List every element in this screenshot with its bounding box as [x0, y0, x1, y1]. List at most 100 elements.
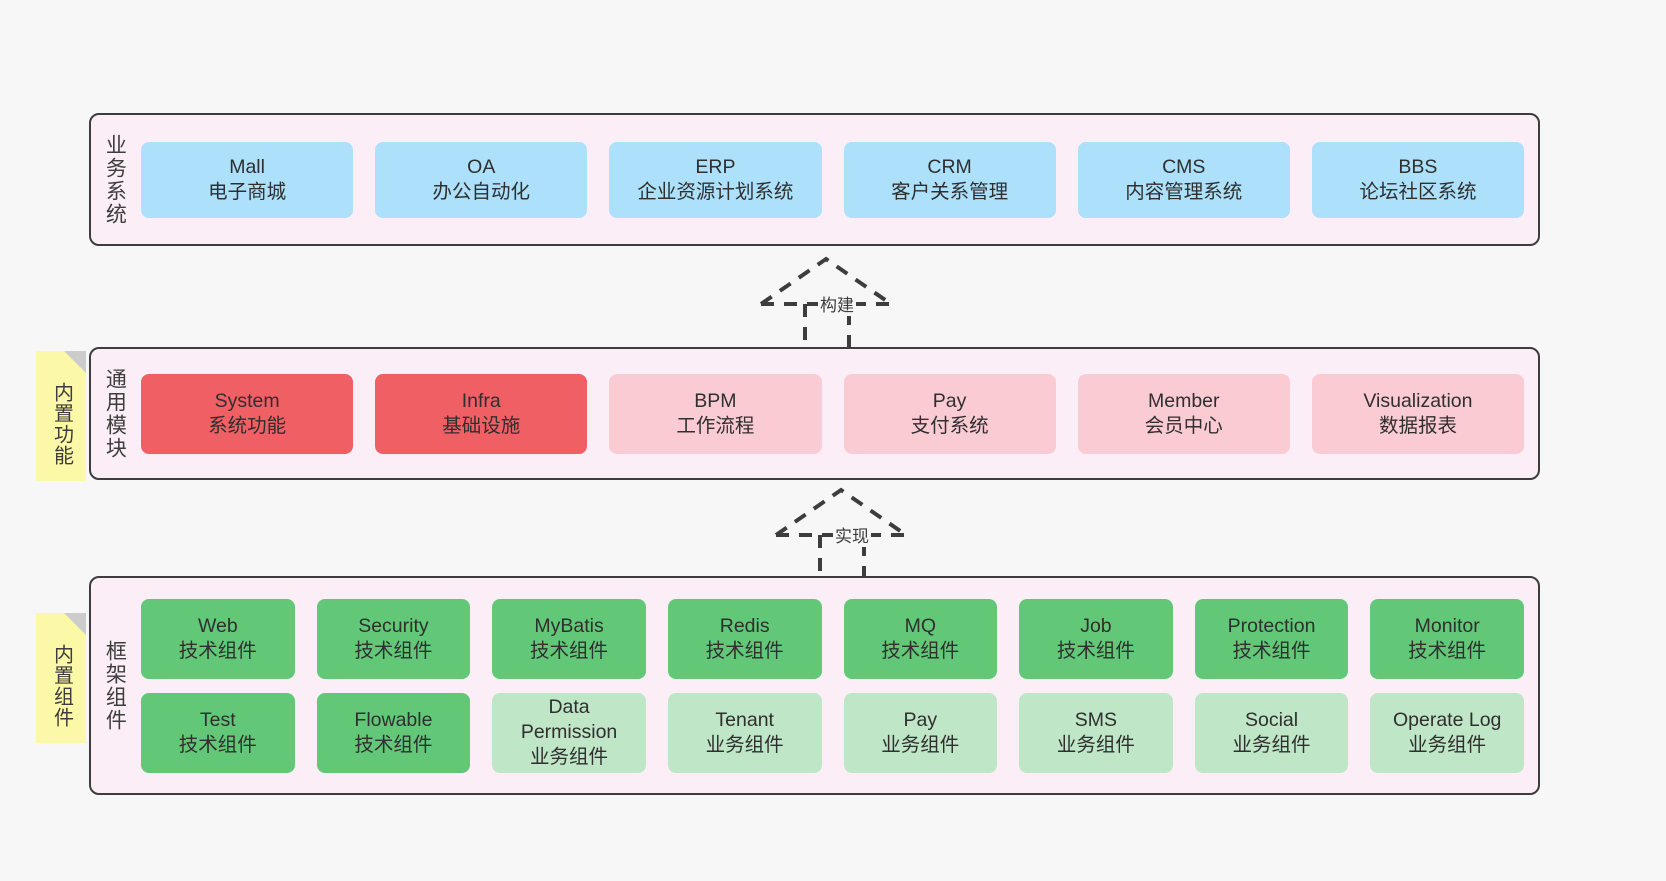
business-systems-row: Mall 电子商城 OA 办公自动化 ERP 企业资源计划系统 CRM 客户关系…: [141, 141, 1525, 218]
card-mall[interactable]: Mall 电子商城: [141, 141, 354, 218]
card-operate-log[interactable]: Operate Log 业务组件: [1370, 692, 1524, 773]
card-visualization[interactable]: Visualization 数据报表: [1311, 373, 1525, 454]
card-redis[interactable]: Redis 技术组件: [667, 598, 822, 679]
card-title-cn: 技术组件: [881, 639, 960, 662]
card-bbs[interactable]: BBS 论坛社区系统: [1311, 141, 1525, 218]
card-title-cn: 技术组件: [354, 639, 433, 662]
card-mq[interactable]: MQ 技术组件: [843, 598, 998, 679]
card-title-en: Web: [197, 614, 238, 637]
card-title-cn: 客户关系管理: [891, 180, 1009, 203]
card-tenant[interactable]: Tenant 业务组件: [667, 692, 822, 773]
card-protection[interactable]: Protection 技术组件: [1194, 598, 1349, 679]
framework-components-row-business: Test 技术组件 Flowable 技术组件 Data Permission …: [141, 692, 1524, 773]
card-title-en: SMS: [1074, 708, 1118, 731]
card-title-cn: 会员中心: [1144, 414, 1223, 437]
card-title-cn: 业务组件: [881, 733, 960, 756]
card-title-en: CRM: [927, 155, 972, 178]
card-title-en: Protection: [1227, 614, 1316, 637]
card-title-en: Security: [358, 614, 429, 637]
card-cms[interactable]: CMS 内容管理系统: [1077, 141, 1290, 218]
layer-common-modules: 通用模块 System 系统功能 Infra 基础设施 BPM 工作流程 Pay…: [89, 347, 1540, 480]
card-title-cn: 技术组件: [705, 639, 784, 662]
card-title-en: Data Permission: [520, 696, 618, 744]
card-pay-component[interactable]: Pay 业务组件: [843, 692, 998, 773]
note-built-in-components: 内置组件: [36, 613, 86, 743]
card-mybatis[interactable]: MyBatis 技术组件: [492, 598, 646, 679]
card-title-cn: 技术组件: [354, 733, 433, 756]
layer-body-common-modules: System 系统功能 Infra 基础设施 BPM 工作流程 Pay 支付系统…: [137, 349, 1538, 478]
card-title-cn: 技术组件: [1408, 639, 1487, 662]
card-flowable[interactable]: Flowable 技术组件: [316, 692, 471, 773]
layer-title-business-systems: 业务系统: [103, 133, 127, 226]
card-title-en: Monitor: [1414, 614, 1480, 637]
card-title-cn: 技术组件: [1232, 639, 1311, 662]
card-title-en: Member: [1148, 389, 1220, 412]
card-oa[interactable]: OA 办公自动化: [375, 141, 588, 218]
card-title-en: ERP: [695, 155, 736, 178]
card-data-permission[interactable]: Data Permission 业务组件: [492, 692, 646, 773]
card-crm[interactable]: CRM 客户关系管理: [843, 141, 1056, 218]
card-monitor[interactable]: Monitor 技术组件: [1370, 598, 1524, 679]
card-infra[interactable]: Infra 基础设施: [375, 373, 588, 454]
card-pay-module[interactable]: Pay 支付系统: [843, 373, 1056, 454]
card-title-cn: 业务组件: [1232, 733, 1311, 756]
connector-implement-label: 实现: [833, 522, 871, 547]
dashed-generalization-arrow-icon: [774, 487, 908, 583]
card-title-en: BBS: [1398, 155, 1438, 178]
card-title-en: BPM: [694, 389, 737, 412]
card-title-cn: 技术组件: [1056, 639, 1135, 662]
note-label: 内置组件: [50, 644, 73, 728]
card-title-cn: 企业资源计划系统: [637, 180, 794, 203]
card-title-cn: 内容管理系统: [1125, 180, 1243, 203]
card-social[interactable]: Social 业务组件: [1194, 692, 1349, 773]
card-title-cn: 论坛社区系统: [1359, 180, 1477, 203]
card-title-en: Visualization: [1363, 389, 1473, 412]
card-title-cn: 业务组件: [1056, 733, 1135, 756]
layer-title-common-modules: 通用模块: [103, 367, 127, 460]
card-title-en: Redis: [719, 614, 770, 637]
note-built-in-features: 内置功能: [36, 351, 86, 481]
card-title-cn: 技术组件: [530, 639, 609, 662]
card-title-en: Infra: [461, 389, 501, 412]
framework-components-row-technical: Web 技术组件 Security 技术组件 MyBatis 技术组件 Redi…: [141, 598, 1524, 679]
card-title-en: Mall: [229, 155, 265, 178]
card-title-en: System: [214, 389, 280, 412]
card-title-en: OA: [467, 155, 496, 178]
card-title-en: Job: [1080, 614, 1112, 637]
card-title-cn: 技术组件: [178, 733, 257, 756]
card-web[interactable]: Web 技术组件: [141, 598, 295, 679]
card-title-en: MQ: [904, 614, 937, 637]
card-test[interactable]: Test 技术组件: [141, 692, 295, 773]
card-title-cn: 业务组件: [1408, 733, 1487, 756]
layer-framework-components: 框架组件 Web 技术组件 Security 技术组件 MyBatis 技术组件…: [89, 576, 1540, 795]
common-modules-row: System 系统功能 Infra 基础设施 BPM 工作流程 Pay 支付系统…: [141, 373, 1525, 454]
card-erp[interactable]: ERP 企业资源计划系统: [609, 141, 822, 218]
card-title-en: CMS: [1162, 155, 1206, 178]
card-title-cn: 办公自动化: [432, 180, 531, 203]
card-title-en: MyBatis: [534, 614, 604, 637]
layer-title-framework-components: 框架组件: [103, 639, 127, 732]
card-system[interactable]: System 系统功能: [141, 373, 354, 454]
dashed-generalization-arrow-icon: [759, 256, 893, 352]
note-label: 内置功能: [50, 382, 73, 466]
card-sms[interactable]: SMS 业务组件: [1019, 692, 1173, 773]
card-title-en: Pay: [932, 389, 967, 412]
card-title-en: Pay: [903, 708, 938, 731]
card-title-en: Tenant: [715, 708, 774, 731]
layer-body-framework-components: Web 技术组件 Security 技术组件 MyBatis 技术组件 Redi…: [137, 578, 1538, 793]
connector-build: 构建: [750, 256, 930, 352]
card-title-en: Social: [1245, 708, 1299, 731]
card-title-cn: 电子商城: [208, 180, 287, 203]
card-title-cn: 基础设施: [442, 414, 521, 437]
connector-implement: 实现: [765, 487, 945, 583]
card-title-cn: 支付系统: [910, 414, 989, 437]
card-security[interactable]: Security 技术组件: [316, 598, 471, 679]
card-bpm[interactable]: BPM 工作流程: [609, 373, 822, 454]
layer-body-business-systems: Mall 电子商城 OA 办公自动化 ERP 企业资源计划系统 CRM 客户关系…: [137, 115, 1538, 244]
card-job[interactable]: Job 技术组件: [1019, 598, 1173, 679]
card-member[interactable]: Member 会员中心: [1077, 373, 1290, 454]
layer-business-systems: 业务系统 Mall 电子商城 OA 办公自动化 ERP 企业资源计划系统 CRM…: [89, 113, 1540, 246]
card-title-en: Test: [199, 708, 236, 731]
card-title-cn: 系统功能: [208, 414, 287, 437]
